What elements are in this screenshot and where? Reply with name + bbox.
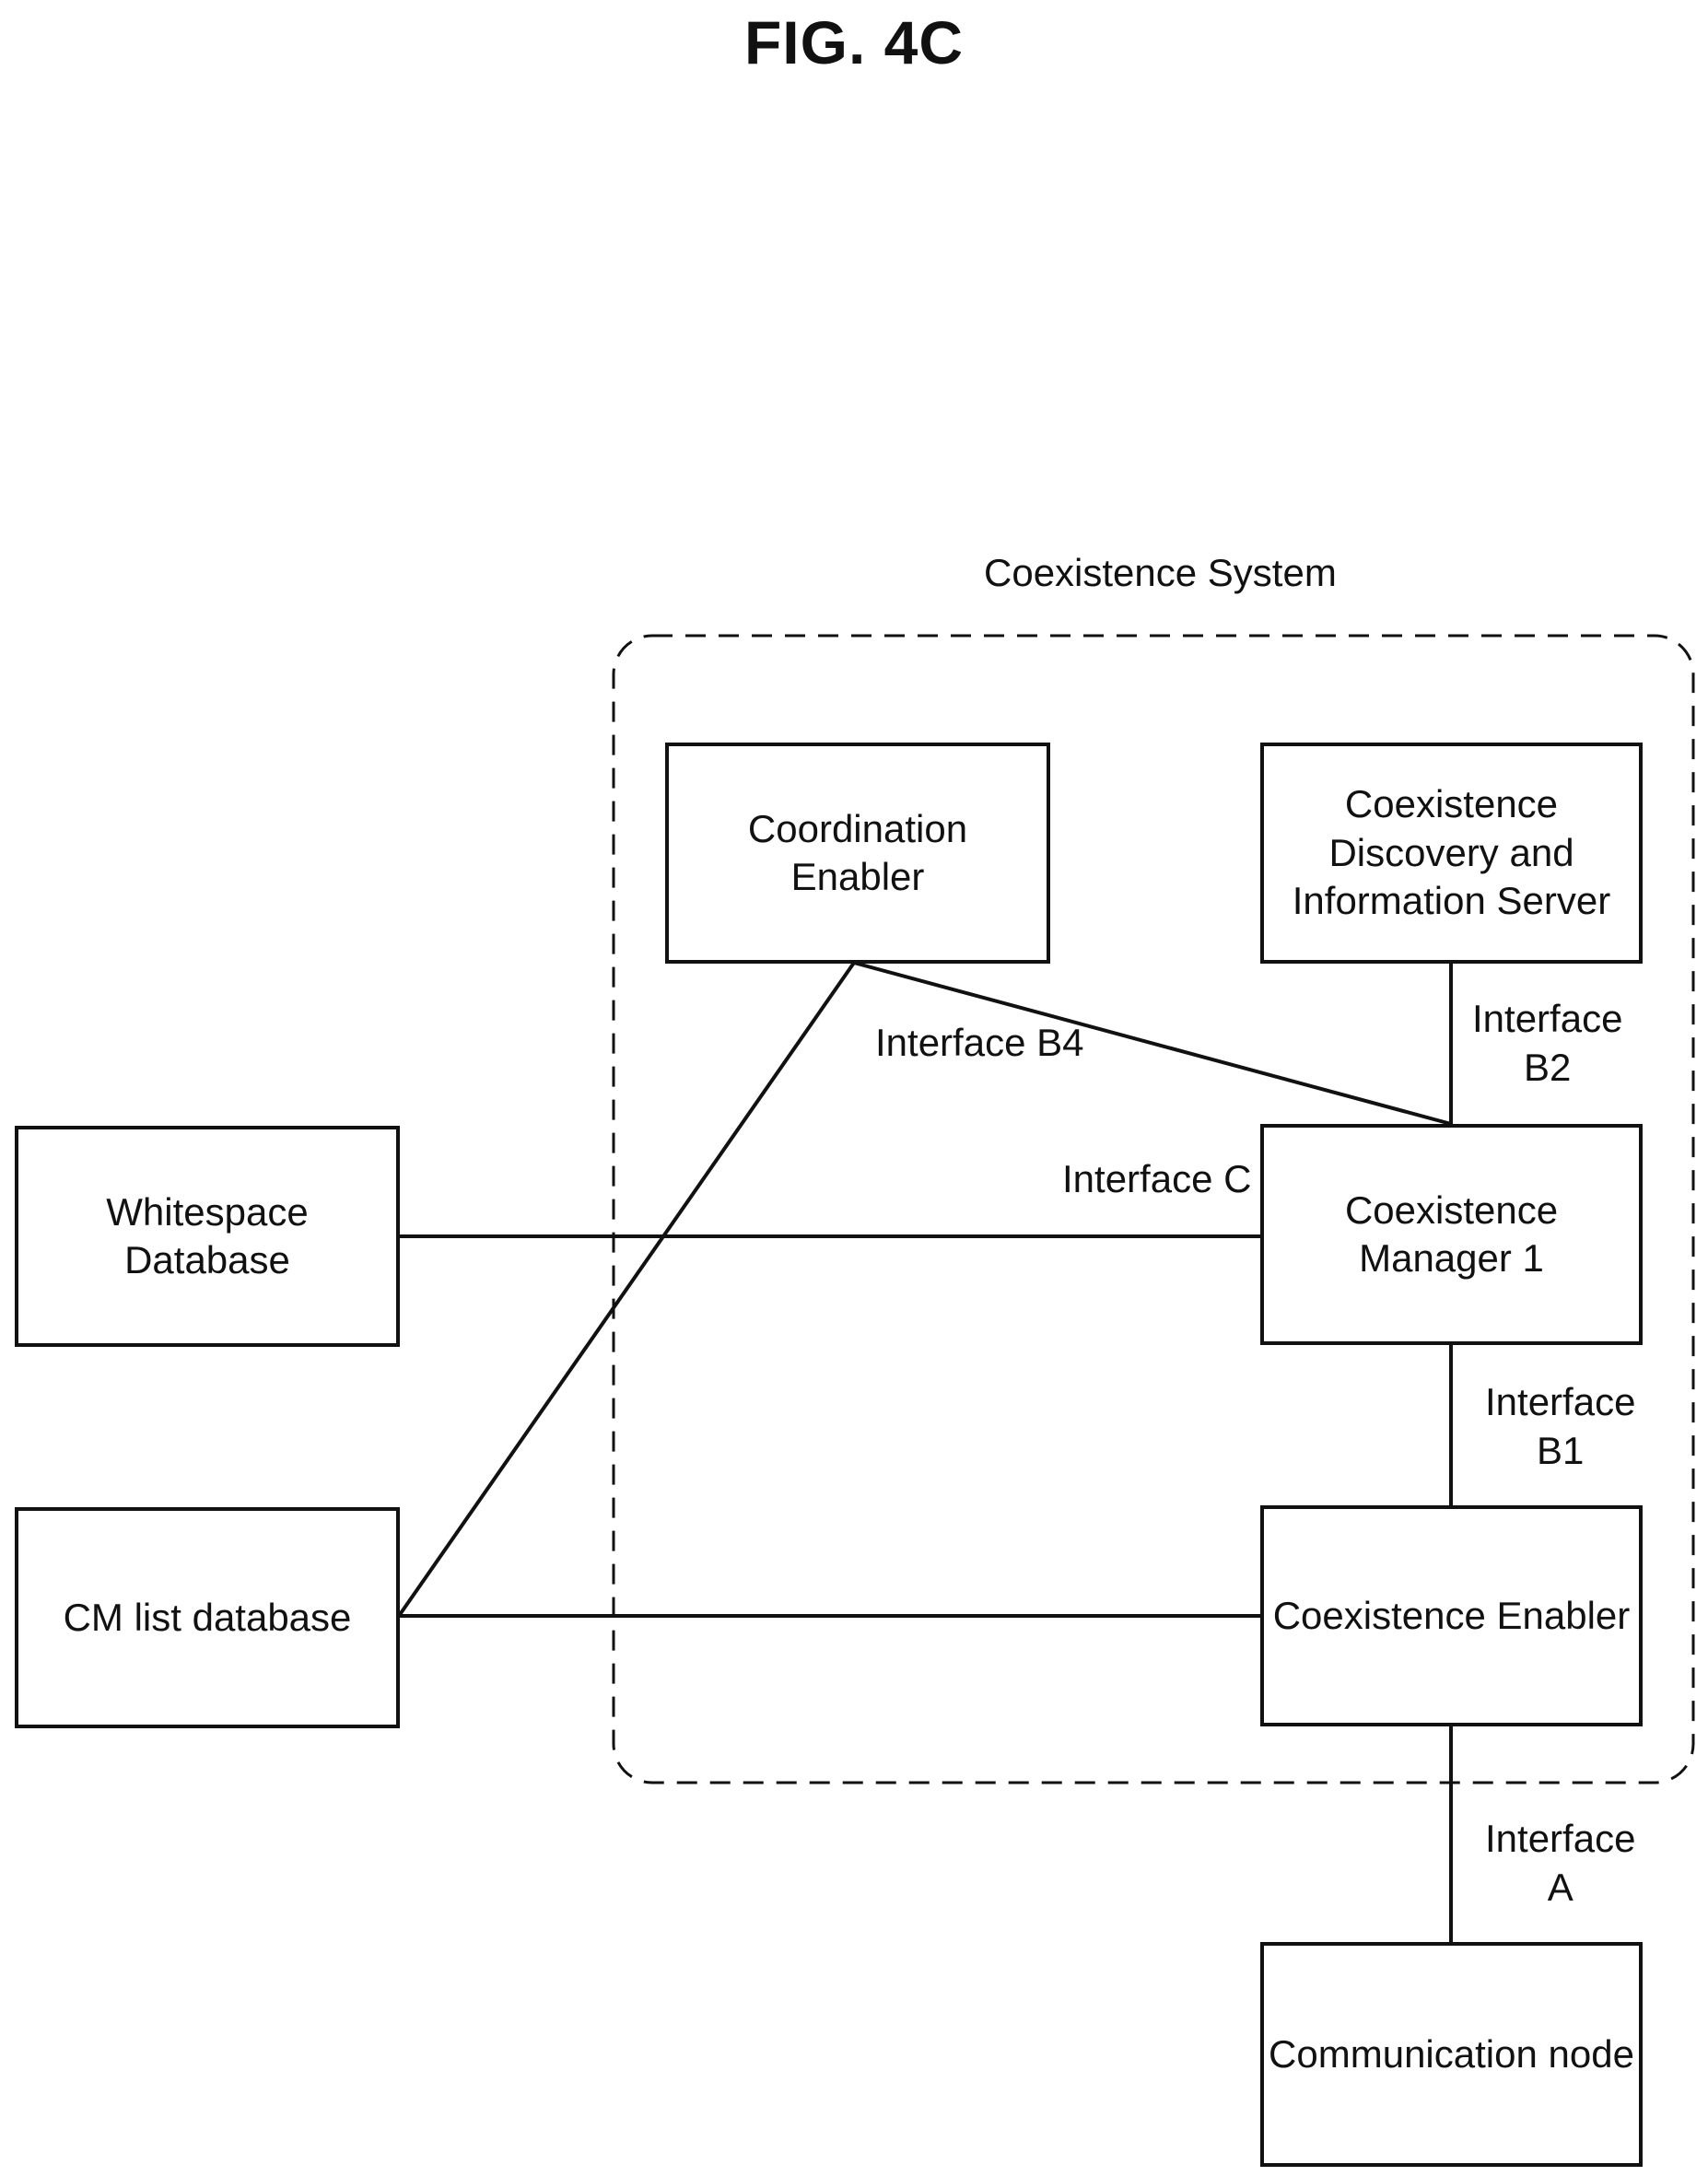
cm-list-database-label: CM list database xyxy=(64,1594,352,1643)
cm-list-to-coordination-line xyxy=(399,963,854,1616)
whitespace-database-label: Whitespace Database xyxy=(106,1188,308,1285)
coordination-enabler-label: Coordination Enabler xyxy=(748,805,967,902)
coexistence-manager-box: Coexistence Manager 1 xyxy=(1260,1124,1643,1345)
interface-b2-label: Interface B2 xyxy=(1472,995,1622,1092)
whitespace-database-box: Whitespace Database xyxy=(15,1126,400,1347)
communication-node-box: Communication node xyxy=(1260,1942,1643,2167)
cm-list-database-box: CM list database xyxy=(15,1507,400,1728)
interface-b4-label: Interface B4 xyxy=(875,1019,1083,1068)
interface-a-label: Interface A xyxy=(1485,1815,1635,1912)
coexistence-system-label: Coexistence System xyxy=(984,551,1337,595)
cdis-label: Coexistence Discovery and Information Se… xyxy=(1293,780,1610,926)
coexistence-enabler-box: Coexistence Enabler xyxy=(1260,1505,1643,1726)
cdis-box: Coexistence Discovery and Information Se… xyxy=(1260,743,1643,964)
coexistence-manager-label: Coexistence Manager 1 xyxy=(1345,1187,1558,1283)
coordination-enabler-box: Coordination Enabler xyxy=(665,743,1050,964)
coexistence-enabler-label: Coexistence Enabler xyxy=(1273,1592,1631,1641)
interface-b1-label: Interface B1 xyxy=(1485,1378,1635,1475)
interface-c-label: Interface C xyxy=(1062,1155,1251,1204)
communication-node-label: Communication node xyxy=(1269,2030,1634,2079)
